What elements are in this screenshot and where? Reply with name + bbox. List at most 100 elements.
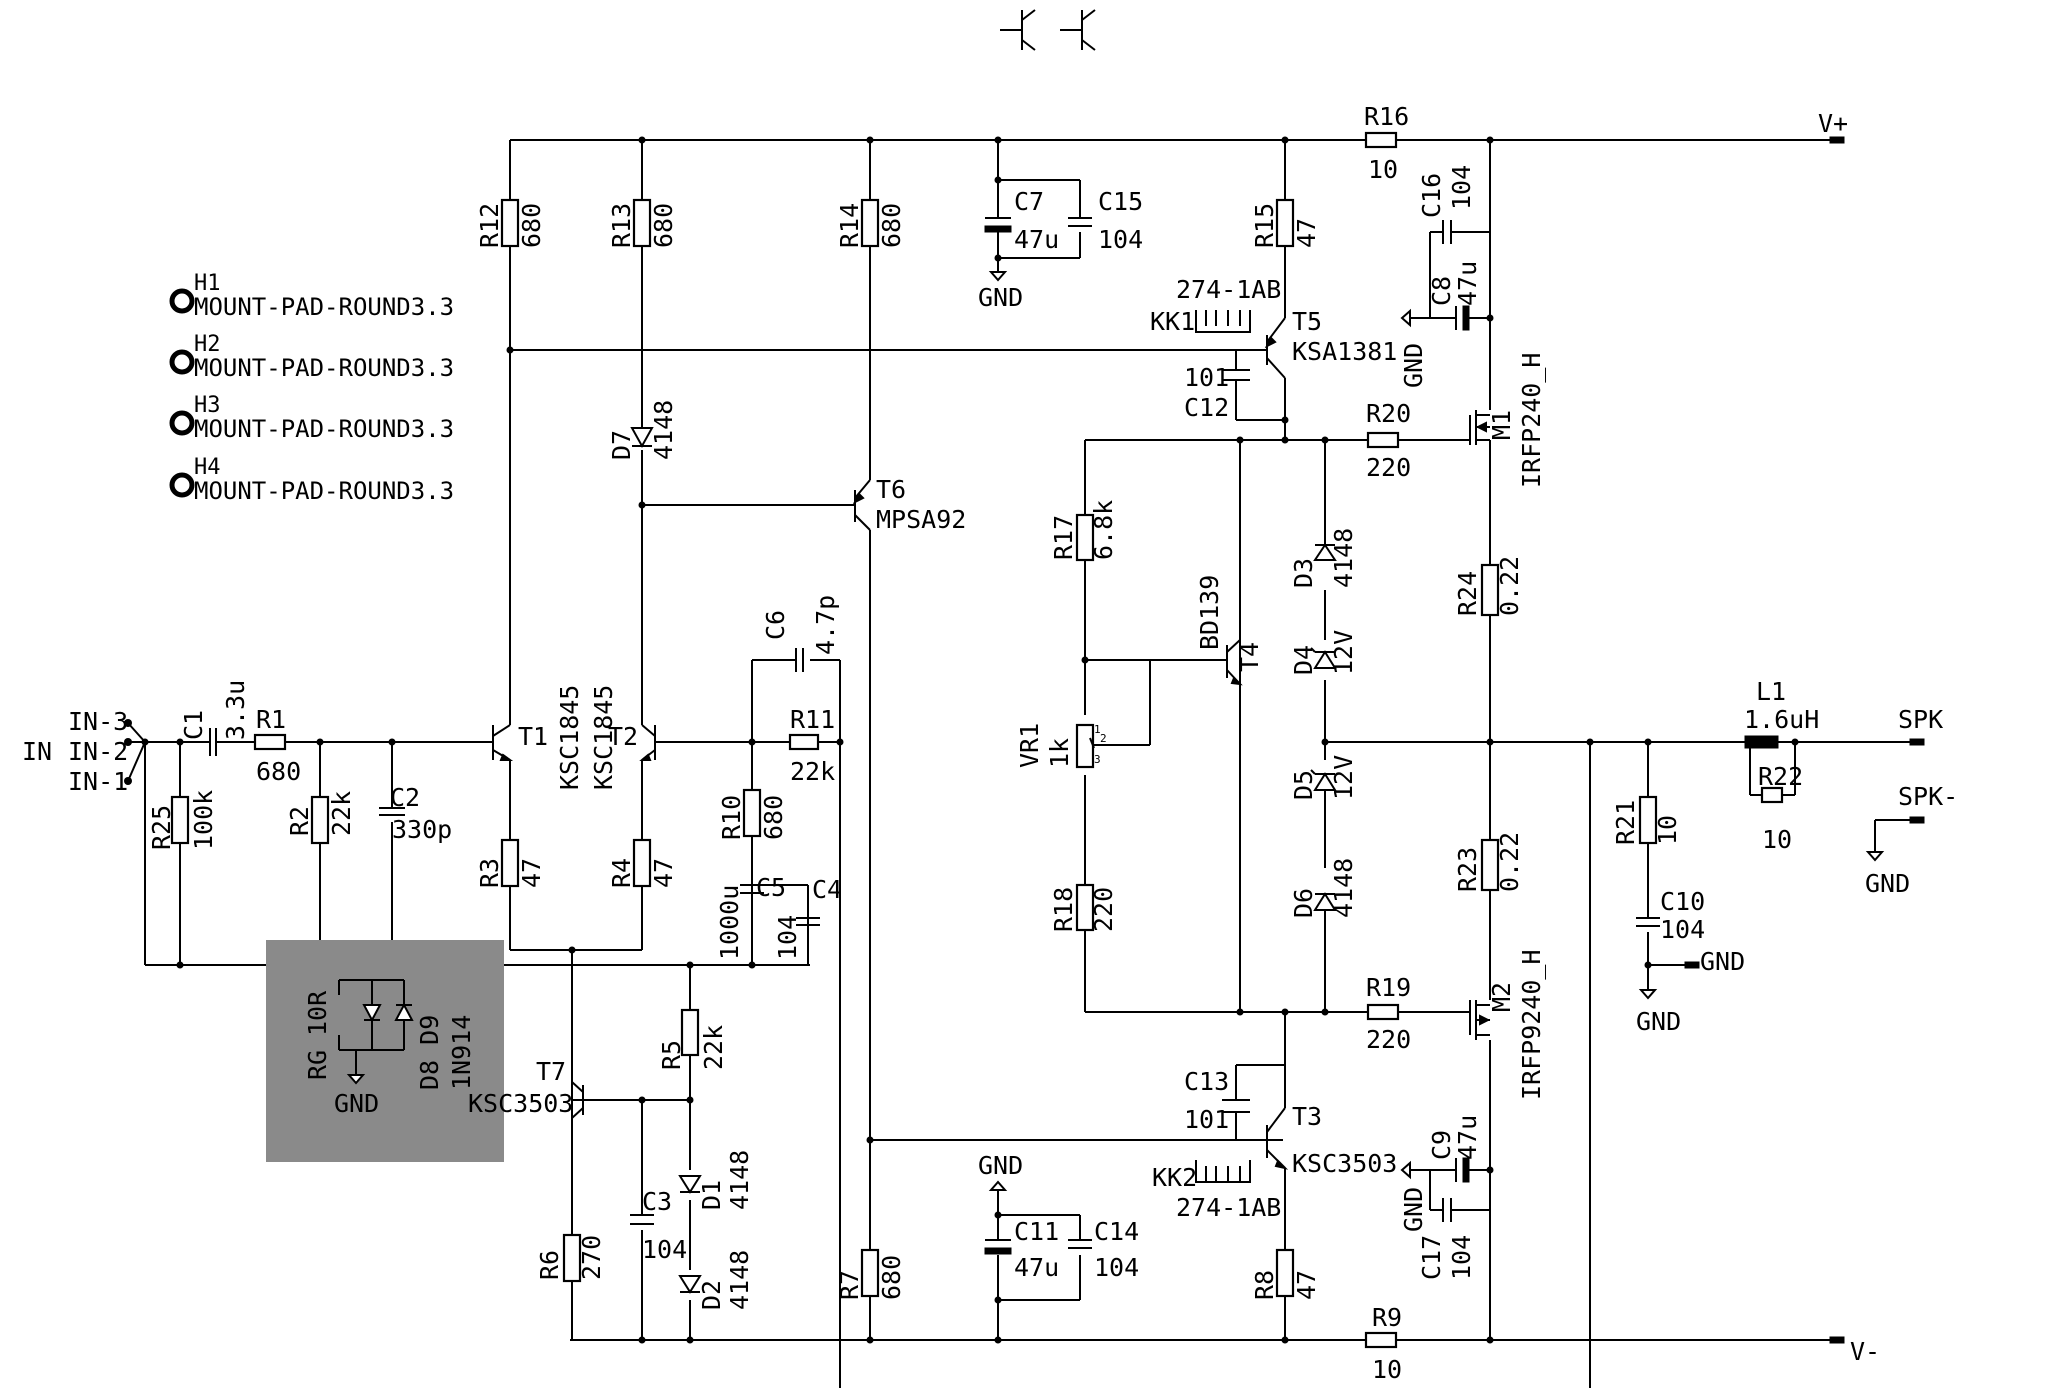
d7-ref: D7 [607, 430, 636, 460]
r23-value: 0.22 [1495, 832, 1524, 892]
r8-ref: R8 [1250, 1270, 1279, 1300]
c7-value: 47u [1014, 225, 1059, 254]
heatsink-kk1-icon [1195, 310, 1251, 333]
t1-ref: T1 [518, 722, 548, 751]
c8-value: 47u [1453, 261, 1482, 306]
d3-value: 4148 [1329, 528, 1358, 588]
kk2-ref: KK2 [1152, 1163, 1197, 1192]
diode-d1 [678, 1175, 702, 1194]
c2-value: 330p [392, 815, 452, 844]
gnd-label-c9: GND [1399, 1187, 1428, 1232]
r12-ref: R12 [475, 203, 504, 248]
resistor-r16 [1364, 131, 1398, 149]
capacitor-c7 [984, 217, 1012, 233]
ground-icon [988, 271, 1008, 282]
resistor-r9 [1364, 1331, 1398, 1349]
r2-ref: R2 [285, 806, 314, 836]
protection-block [266, 940, 504, 1162]
c5b-value: 1000u [715, 885, 744, 960]
r3-ref: R3 [475, 858, 504, 888]
d5-ref: D5 [1289, 770, 1318, 800]
mosfet-m2 [1450, 1000, 1491, 1040]
c4-ref: C4 [812, 875, 842, 904]
r21-value: 10 [1653, 815, 1682, 845]
gnd-label-c8: GND [1399, 343, 1428, 388]
d2-ref: D2 [697, 1280, 726, 1310]
net-vplus: V+ [1818, 109, 1848, 138]
c6-value: 4.7p [811, 595, 840, 655]
mount-hole-h4-icon [169, 472, 195, 498]
c1-ref: C1 [179, 710, 208, 740]
r9-value: 10 [1372, 1355, 1402, 1384]
d4-ref: D4 [1289, 645, 1318, 675]
diode-d6 [1313, 892, 1337, 911]
mount-hole-h3-icon [169, 410, 195, 436]
r3-value: 47 [517, 858, 546, 888]
d8d9-value: 1N914 [447, 1015, 476, 1090]
resistor-r10 [742, 788, 762, 838]
capacitor-c15 [1068, 217, 1092, 227]
t6-ref: T6 [876, 475, 906, 504]
h4-value: MOUNT-PAD-ROUND3.3 [194, 477, 454, 505]
resistor-r24 [1480, 563, 1500, 617]
resistor-r23 [1480, 838, 1500, 892]
c3-ref: C3 [642, 1187, 672, 1216]
d8d9-refs: D8 D9 [415, 1015, 444, 1090]
c1-value: 3.3u [221, 680, 250, 740]
resistor-r22 [1760, 786, 1784, 804]
vr1-value: 1k [1045, 738, 1074, 768]
capacitor-c9 [1455, 1157, 1475, 1183]
r15-ref: R15 [1250, 203, 1279, 248]
diode-d3 [1313, 543, 1337, 561]
spk-pin [1909, 738, 1925, 746]
labels: V+ V- IN IN-3 IN-2 IN-1 SPK SPK- GND GND… [22, 102, 1958, 1384]
mount-hole-h2-icon [169, 349, 195, 375]
r23-ref: R23 [1453, 847, 1482, 892]
r16-ref: R16 [1364, 102, 1409, 131]
h2-ref: H2 [194, 332, 221, 357]
r7-value: 680 [877, 1255, 906, 1300]
vminus-pin [1829, 1336, 1845, 1344]
c11-value: 47u [1014, 1253, 1059, 1282]
rg-label: RG [303, 1050, 332, 1080]
h3-value: MOUNT-PAD-ROUND3.3 [194, 415, 454, 443]
r19-ref: R19 [1366, 973, 1411, 1002]
transistor-t6 [852, 479, 871, 531]
c9-value: 47u [1453, 1115, 1482, 1160]
kk2-value: 274-1AB [1176, 1193, 1281, 1222]
transistor-t7 [571, 1081, 584, 1119]
c14-value: 104 [1094, 1253, 1139, 1282]
r10-value: 680 [759, 795, 788, 840]
r1-value: 680 [256, 757, 301, 786]
r5-value: 22k [699, 1025, 728, 1070]
r13-value: 680 [649, 203, 678, 248]
c15-value: 104 [1098, 225, 1143, 254]
ground-icon [1400, 308, 1411, 328]
r11-ref: R11 [790, 705, 835, 734]
d5-value: 12V [1329, 755, 1358, 800]
r5-ref: R5 [657, 1040, 686, 1070]
c16-ref: C16 [1417, 173, 1446, 218]
c11-ref-text: C11 [1014, 1217, 1059, 1246]
t4-value: BD139 [1195, 575, 1224, 650]
r20-value: 220 [1366, 453, 1411, 482]
capacitor-c3 [630, 1214, 654, 1225]
vr1-pin2: 2 [1100, 732, 1107, 745]
gnd-label-c10: GND [1636, 1007, 1681, 1036]
r17-value: 6.8k [1089, 500, 1118, 560]
c10-ref: C10 [1660, 887, 1705, 916]
h1-value: MOUNT-PAD-ROUND3.3 [194, 293, 454, 321]
resistor-r17 [1075, 513, 1095, 562]
resistor-r7 [860, 1248, 880, 1298]
c12-ref: C12 [1184, 393, 1229, 422]
r17-ref: R17 [1049, 515, 1078, 560]
capacitor-c11 [984, 1239, 1012, 1255]
r1-ref: R1 [256, 705, 286, 734]
c17-value: 104 [1447, 1235, 1476, 1280]
l1-value: 1.6uH [1744, 705, 1819, 734]
r25-ref: R25 [147, 805, 176, 850]
c13-value: 101 [1184, 1105, 1229, 1134]
transistor-t2 [639, 724, 656, 761]
r4-value: 47 [649, 858, 678, 888]
